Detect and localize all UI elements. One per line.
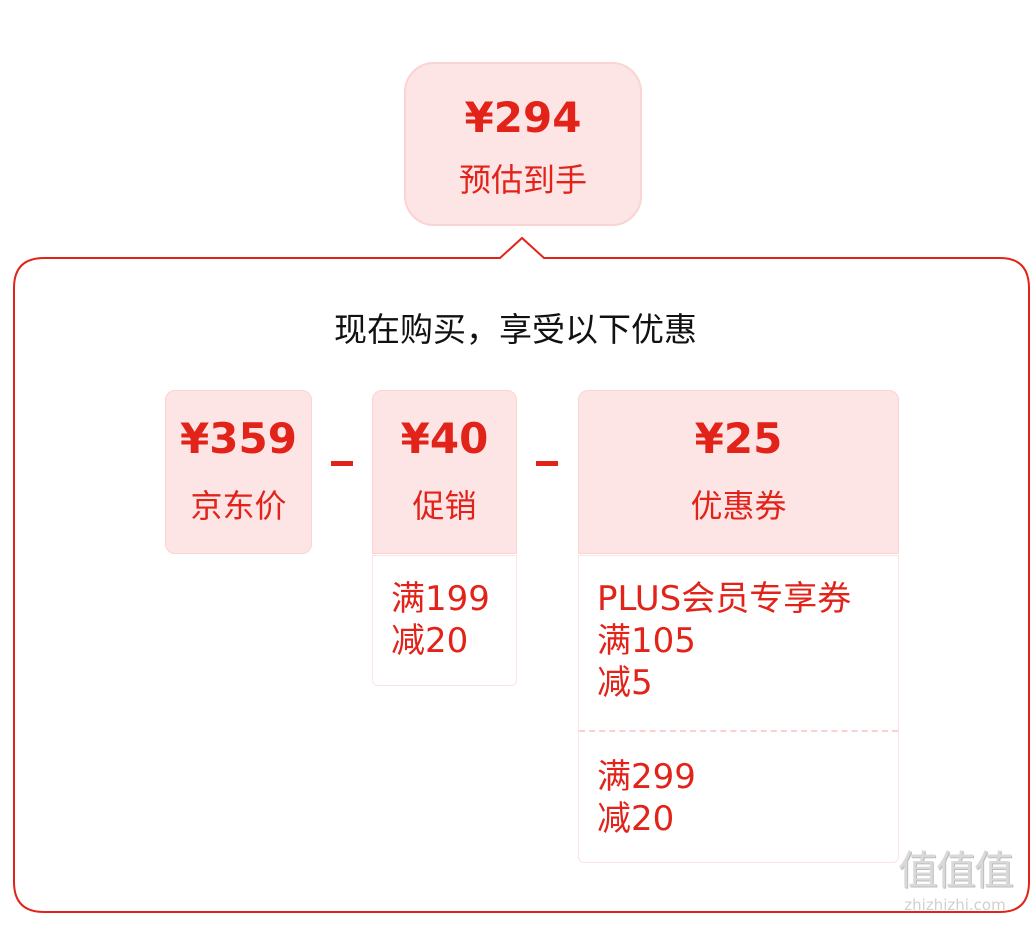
- coupon-item: PLUS会员专享券 满105 减5: [597, 578, 888, 704]
- coupon-box: ¥25 优惠券: [578, 390, 899, 554]
- promotion-box: ¥40 促销: [372, 390, 517, 554]
- jd-price-box: ¥359 京东价: [165, 390, 312, 554]
- minus-icon: [331, 461, 353, 466]
- coupon-item: 满299 减20: [597, 756, 888, 840]
- promotion-detail: 满199 减20: [372, 555, 517, 686]
- coupon-discount: 减20: [597, 799, 675, 839]
- watermark-logo: 值值值: [898, 848, 1014, 894]
- coupon-divider: [579, 730, 898, 732]
- coupon-discount: 减5: [597, 663, 653, 703]
- coupon-condition: 满105: [597, 621, 696, 661]
- promotion-label: 促销: [412, 487, 477, 525]
- jd-price-label: 京东价: [190, 487, 287, 525]
- estimated-price-label: 预估到手: [458, 161, 587, 199]
- estimated-price: ¥294: [464, 93, 582, 142]
- watermark-url: zhizhizhi.com: [904, 896, 1006, 914]
- minus-icon: [536, 461, 558, 466]
- watermark: 值值值 zhizhizhi.com: [880, 846, 1030, 926]
- coupon-amount: ¥25: [694, 414, 783, 463]
- jd-price-amount: ¥359: [180, 414, 297, 463]
- coupon-detail: PLUS会员专享券 满105 减5 满299 减20: [578, 555, 899, 863]
- headline: 现在购买，享受以下优惠: [334, 310, 697, 349]
- promotion-condition: 满199: [391, 579, 490, 619]
- promotion-amount: ¥40: [400, 414, 489, 463]
- coupon-label: 优惠券: [690, 487, 787, 525]
- estimated-price-card: ¥294 预估到手: [404, 62, 642, 226]
- coupon-condition: 满299: [597, 757, 696, 797]
- coupon-title: PLUS会员专享券: [597, 579, 852, 619]
- promotion-discount: 减20: [391, 621, 469, 661]
